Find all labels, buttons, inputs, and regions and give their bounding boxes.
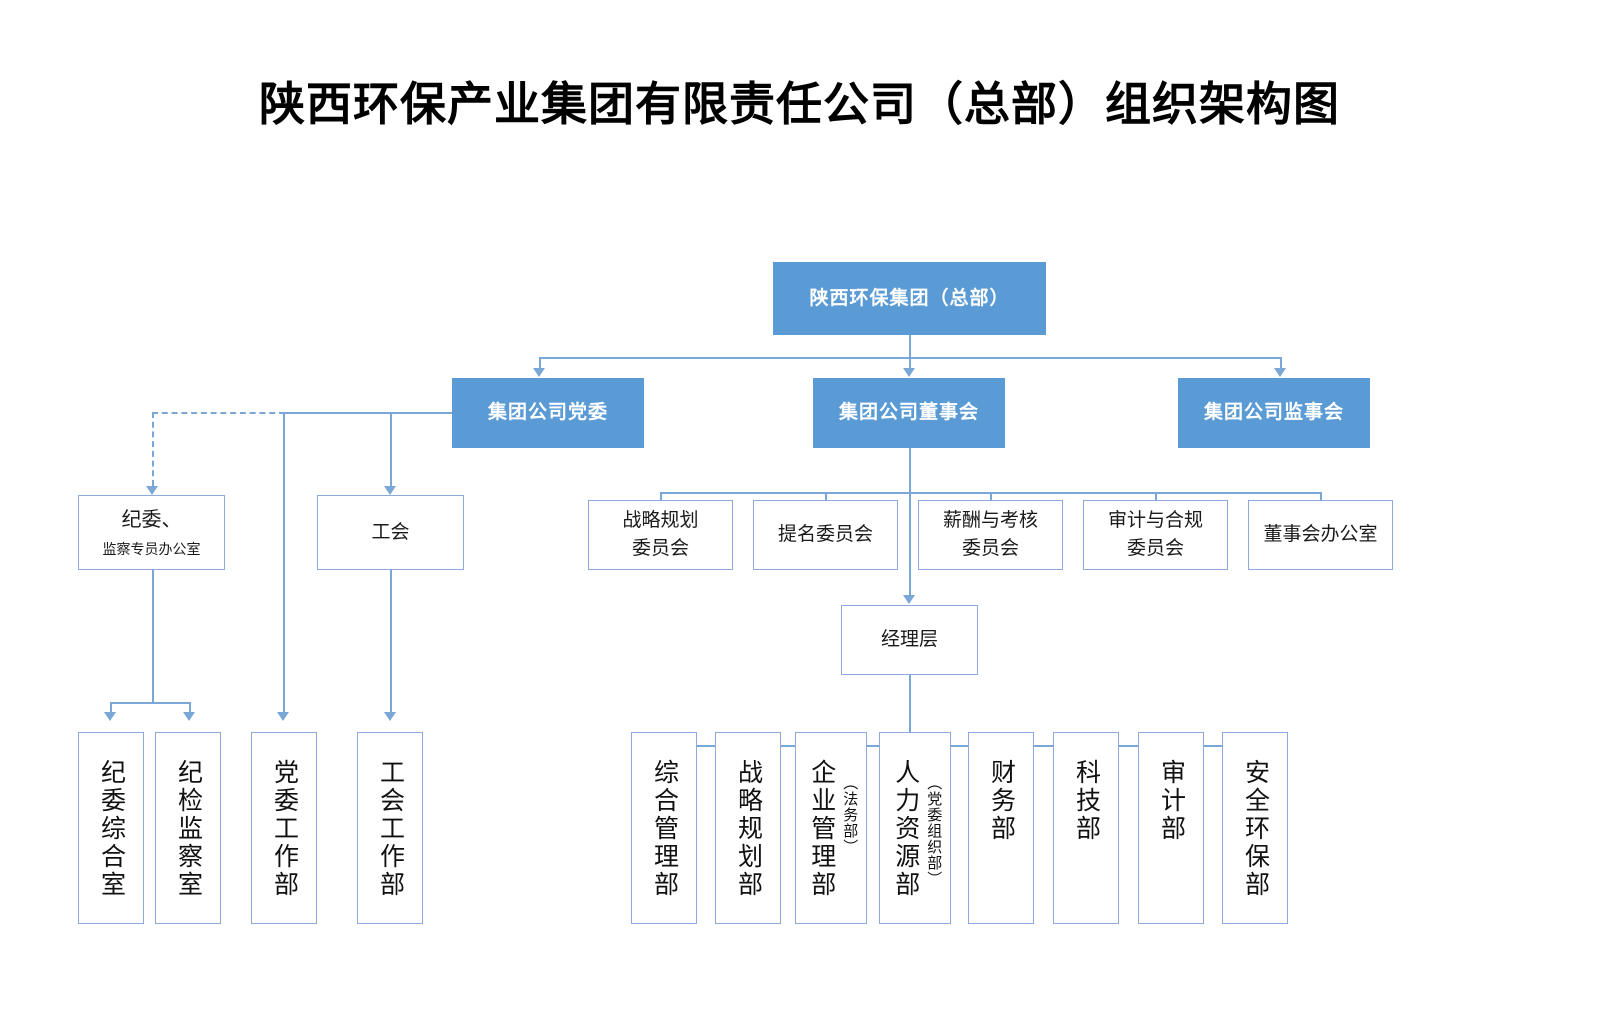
node-discipline-office-label-line1: 纪委、: [121, 508, 182, 531]
connector-party-to-party-work: [283, 412, 285, 712]
connector-management-stem: [909, 675, 911, 745]
connector-root-stem: [909, 335, 911, 357]
node-dept-general-management[interactable]: 综合管理部: [631, 732, 697, 924]
node-dept-human-resources-label: 人力资源部: [891, 759, 920, 899]
node-dept-audit[interactable]: 审计部: [1138, 732, 1204, 924]
node-dept-enterprise-management[interactable]: （法务部） 企业管理部: [795, 732, 867, 924]
connector-dashed-to-discipline: [152, 412, 154, 486]
arrow-to-party: [533, 368, 545, 377]
node-dept-safety-environment-label: 安全环保部: [1241, 759, 1270, 899]
arrow-to-jijian: [183, 712, 195, 721]
connector-discipline-stem: [152, 570, 154, 702]
page-title: 陕西环保产业集团有限责任公司（总部）组织架构图: [259, 79, 1340, 130]
connector-drop-jijian: [189, 702, 191, 712]
node-dept-strategic-planning[interactable]: 战略规划部: [715, 732, 781, 924]
node-management-layer-label: 经理层: [880, 629, 938, 651]
node-dept-jiwei-general-office[interactable]: 纪委综合室: [78, 732, 144, 924]
connector-drop-cmt-strategy: [660, 492, 662, 500]
connector-level1-drop-party: [539, 357, 541, 369]
arrow-to-union-work: [384, 712, 396, 721]
connector-drop-cmt-nomination: [825, 492, 827, 500]
arrow-to-management: [903, 595, 915, 604]
node-dept-party-work[interactable]: 党委工作部: [251, 732, 317, 924]
node-dept-technology[interactable]: 科技部: [1053, 732, 1119, 924]
node-committee-compensation[interactable]: 薪酬与考核 委员会: [918, 500, 1063, 570]
arrow-to-party-work: [277, 712, 289, 721]
node-labor-union-label: 工会: [371, 521, 410, 543]
node-committee-strategy[interactable]: 战略规划 委员会: [588, 500, 733, 570]
node-party-committee[interactable]: 集团公司党委: [452, 378, 644, 448]
connector-party-left-rail: [283, 412, 461, 414]
node-dept-enterprise-management-sublabel: （法务部）: [841, 775, 859, 855]
arrow-to-union: [384, 486, 396, 495]
node-dept-technology-label: 科技部: [1072, 759, 1101, 843]
node-dept-audit-label: 审计部: [1157, 759, 1186, 843]
node-dept-union-work[interactable]: 工会工作部: [357, 732, 423, 924]
node-committee-audit-label-line2: 委员会: [1126, 538, 1184, 559]
node-dept-human-resources[interactable]: （党委组织部） 人力资源部: [879, 732, 951, 924]
node-board-office-label: 董事会办公室: [1263, 524, 1378, 546]
connector-level1-drop-board: [909, 357, 911, 369]
node-committee-strategy-label-line1: 战略规划: [622, 510, 699, 532]
node-dept-finance-label: 财务部: [987, 759, 1016, 843]
connector-drop-cmt-comp: [990, 492, 992, 500]
node-dept-finance[interactable]: 财务部: [968, 732, 1034, 924]
node-dept-jiwei-general-office-label: 纪委综合室: [97, 759, 126, 899]
node-dept-enterprise-management-label: 企业管理部: [807, 759, 836, 899]
node-committee-nomination-label: 提名委员会: [777, 524, 873, 546]
node-root-label: 陕西环保集团（总部）: [809, 287, 1010, 309]
node-committee-compensation-label-line2: 委员会: [961, 538, 1019, 559]
node-committee-nomination[interactable]: 提名委员会: [753, 500, 898, 570]
node-dept-human-resources-sublabel: （党委组织部）: [925, 775, 943, 887]
connector-party-dashed-rail: [152, 412, 285, 414]
connector-level1-drop-supervisors: [1280, 357, 1282, 369]
node-labor-union[interactable]: 工会: [317, 495, 464, 570]
node-board-office[interactable]: 董事会办公室: [1248, 500, 1393, 570]
node-party-committee-label: 集团公司党委: [487, 402, 608, 424]
node-root[interactable]: 陕西环保集团（总部）: [773, 262, 1046, 335]
connector-drop-jiwei-zonghe: [110, 702, 112, 712]
node-discipline-office[interactable]: 纪委、 监察专员办公室: [78, 495, 225, 570]
node-management-layer[interactable]: 经理层: [841, 605, 978, 675]
node-dept-strategic-planning-label: 战略规划部: [734, 759, 763, 899]
node-dept-union-work-label: 工会工作部: [376, 759, 405, 899]
node-discipline-office-label-line2: 监察专员办公室: [102, 540, 201, 557]
connector-board-to-management: [909, 492, 911, 595]
node-dept-general-management-label: 综合管理部: [650, 759, 679, 899]
node-board-of-supervisors[interactable]: 集团公司监事会: [1178, 378, 1370, 448]
node-dept-discipline-inspection[interactable]: 纪检监察室: [155, 732, 221, 924]
arrow-to-discipline: [146, 486, 158, 495]
node-board-of-supervisors-label: 集团公司监事会: [1203, 402, 1344, 424]
connector-department-bus: [663, 745, 1255, 747]
node-board-of-directors-label: 集团公司董事会: [838, 402, 979, 424]
node-committee-strategy-label-line2: 委员会: [631, 538, 689, 559]
connector-discipline-bus: [110, 702, 190, 704]
arrow-to-supervisors: [1274, 368, 1286, 377]
node-board-of-directors[interactable]: 集团公司董事会: [813, 378, 1005, 448]
connector-drop-board-office: [1320, 492, 1322, 500]
connector-board-stem: [909, 448, 911, 492]
node-dept-party-work-label: 党委工作部: [270, 759, 299, 899]
node-committee-audit-label-line1: 审计与合规: [1107, 510, 1203, 532]
arrow-to-board: [903, 368, 915, 377]
node-dept-discipline-inspection-label: 纪检监察室: [174, 759, 203, 899]
node-committee-compensation-label-line1: 薪酬与考核: [942, 510, 1038, 532]
connector-drop-cmt-audit: [1155, 492, 1157, 500]
connector-union-to-union-work: [390, 570, 392, 712]
node-committee-audit[interactable]: 审计与合规 委员会: [1083, 500, 1228, 570]
arrow-to-jiwei-zonghe: [104, 712, 116, 721]
node-dept-safety-environment[interactable]: 安全环保部: [1222, 732, 1288, 924]
connector-party-to-union: [390, 412, 392, 486]
